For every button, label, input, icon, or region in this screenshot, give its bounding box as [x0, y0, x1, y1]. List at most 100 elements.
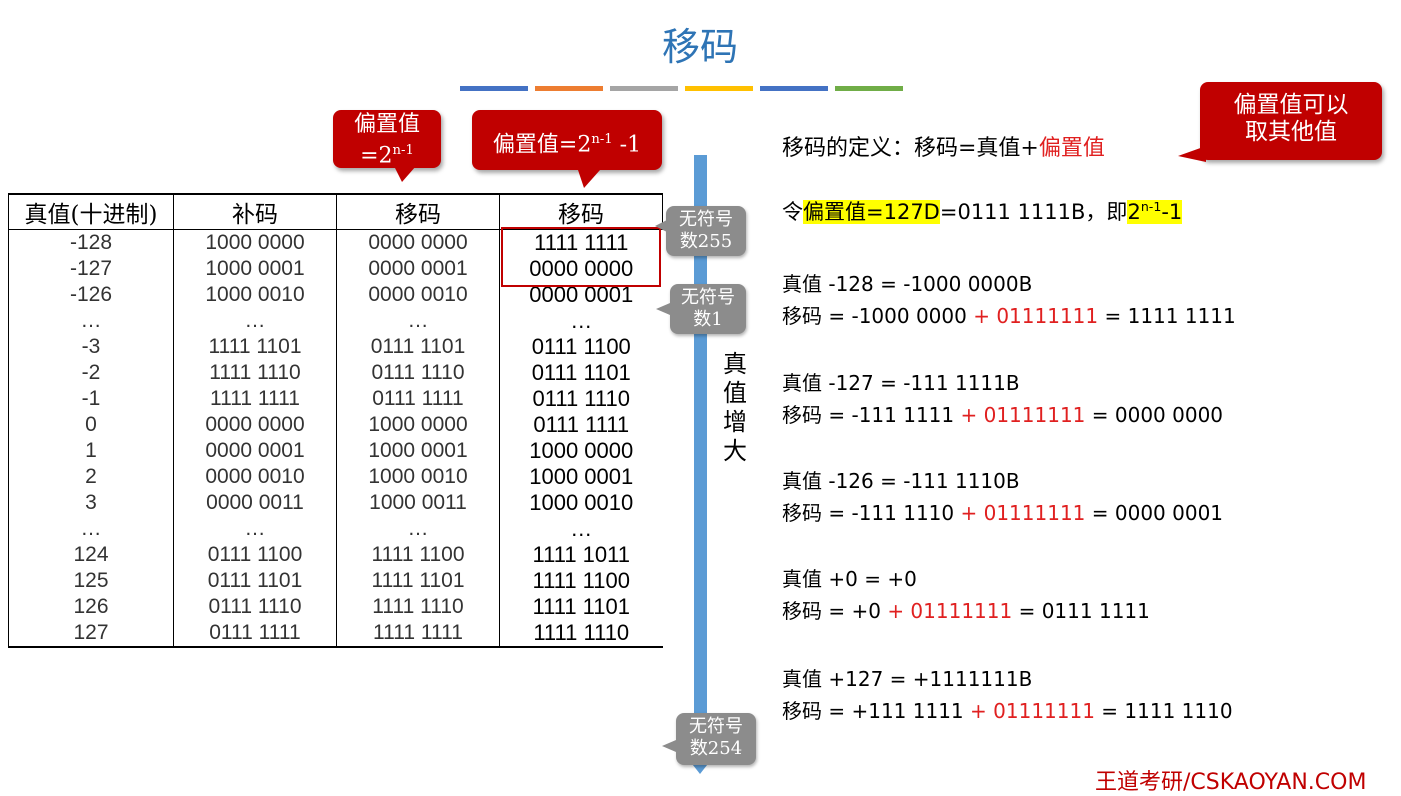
formula-base: =2	[360, 143, 393, 169]
cell-true-value: …	[8, 308, 174, 334]
code-result: = 0000 0000	[1085, 403, 1224, 427]
cell-biased-127: …	[570, 308, 593, 333]
cell-true-value: 0	[8, 412, 174, 438]
bias-addend: + 01111111	[970, 699, 1095, 723]
cell-true-value: 2	[8, 464, 174, 490]
cell-true-value: 126	[8, 594, 174, 620]
code-result: = 0000 0001	[1085, 501, 1224, 525]
bubble-line: 无符号	[689, 716, 743, 737]
true-value: -126 = -111 1110B	[822, 469, 1020, 493]
callout-line: 取其他值	[1245, 119, 1337, 145]
true-label: 真值	[782, 272, 822, 296]
cell-true-value: 3	[8, 490, 174, 516]
code-label: 移码	[782, 699, 822, 723]
cell-biased-127: 1111 1110	[499, 620, 663, 648]
header-biased: 移码	[336, 193, 500, 230]
cell-complement: 0000 0000	[173, 412, 337, 438]
true-value: -128 = -1000 0000B	[822, 272, 1033, 296]
code-pre: = +0	[822, 599, 888, 623]
cell-true-value: 124	[8, 542, 174, 568]
code-pre: = -111 1111	[822, 403, 961, 427]
cell-true-value: -127	[8, 256, 174, 282]
cell-biased: 1000 0011	[336, 490, 500, 516]
code-label: 移码	[782, 599, 822, 623]
definition-line: 移码的定义：移码=真值+偏置值	[782, 130, 1105, 162]
cell-biased-127: 1000 0001	[529, 464, 634, 489]
cell-complement: 0111 1111	[173, 620, 337, 648]
let-mid: =0111 1111B，即	[939, 200, 1128, 224]
cell-complement: 1000 0000	[173, 229, 337, 256]
cell-biased-127: …	[570, 516, 593, 541]
callout-pointer	[394, 166, 416, 182]
cell-true-value: -1	[8, 386, 174, 412]
cell-complement: 0000 0001	[173, 438, 337, 464]
cell-complement: 0111 1110	[173, 594, 337, 620]
cell-biased: 0000 0001	[336, 256, 500, 282]
code-pre: = -1000 0000	[822, 304, 974, 328]
cell-biased-127: 0111 1100	[531, 334, 631, 359]
example-code-line: 移码 = -1000 0000 + 01111111 = 1111 1111	[782, 300, 1236, 329]
bubble-line: 数254	[689, 738, 743, 759]
code-result: = 0111 1111	[1012, 599, 1150, 623]
cell-complement: 1111 1101	[173, 334, 337, 360]
true-label: 真值	[782, 371, 822, 395]
cell-biased-127: 1111 1111	[534, 230, 629, 255]
true-label: 真值	[782, 667, 822, 691]
let-prefix: 令	[782, 200, 803, 224]
header-true-value: 真值(十进制)	[8, 193, 174, 230]
unsigned-1-bubble: 无符号 数1	[670, 284, 746, 334]
header-complement: 补码	[173, 193, 337, 230]
let-bias-line: 令偏置值=127D=0111 1111B，即2n-1-1	[782, 196, 1183, 226]
cell-biased: 1111 1100	[336, 542, 500, 568]
let-highlight: 偏置值=127D	[803, 200, 940, 224]
callout-suffix: -1	[612, 132, 642, 158]
highlight-box	[501, 227, 661, 287]
color-segment	[835, 86, 903, 91]
color-segment	[535, 86, 603, 91]
formula-base: 2	[1127, 200, 1141, 224]
code-result: = 1111 1110	[1094, 699, 1233, 723]
example-code-line: 移码 = -111 1110 + 01111111 = 0000 0001	[782, 497, 1223, 526]
cell-biased: 0000 0010	[336, 282, 500, 308]
example-true-line: 真值 +127 = +1111111B	[782, 663, 1032, 692]
bubble-pointer	[655, 220, 667, 232]
callout-text: 偏置值=2	[492, 132, 592, 158]
color-segment	[760, 86, 828, 91]
cell-complement: …	[173, 516, 337, 542]
cell-complement: 0000 0011	[173, 490, 337, 516]
unsigned-255-bubble: 无符号 数255	[666, 206, 746, 256]
code-result: = 1111 1111	[1098, 304, 1236, 328]
code-pre: = -111 1110	[822, 501, 961, 525]
cell-biased: 1000 0010	[336, 464, 500, 490]
true-label: 真值	[782, 567, 822, 591]
table-row: …………	[8, 308, 663, 334]
cell-complement: 1000 0001	[173, 256, 337, 282]
true-label: 真值	[782, 469, 822, 493]
cell-biased: 1111 1110	[336, 594, 500, 620]
cell-biased-127: 0111 1110	[532, 386, 630, 411]
example-true-line: 真值 -128 = -1000 0000B	[782, 268, 1032, 297]
cell-complement: …	[173, 308, 337, 334]
cell-biased: 1111 1111	[336, 620, 500, 648]
cell-complement: 1111 1111	[173, 386, 337, 412]
bias-callout-label: 偏置值	[353, 112, 420, 137]
axis-char: 大	[723, 437, 747, 465]
example-code-line: 移码 = +0 + 01111111 = 0111 1111	[782, 595, 1150, 624]
code-label: 移码	[782, 403, 822, 427]
cell-true-value: -126	[8, 282, 174, 308]
bias-addend: + 01111111	[973, 304, 1099, 328]
bias-other-callout: 偏置值可以 取其他值	[1200, 82, 1382, 160]
cell-biased-127: 1000 0010	[529, 490, 634, 515]
cell-biased-127: 0000 0000	[529, 256, 634, 281]
cell-true-value: -2	[8, 360, 174, 386]
cell-true-value: -128	[8, 229, 174, 256]
cell-true-value: 127	[8, 620, 174, 648]
